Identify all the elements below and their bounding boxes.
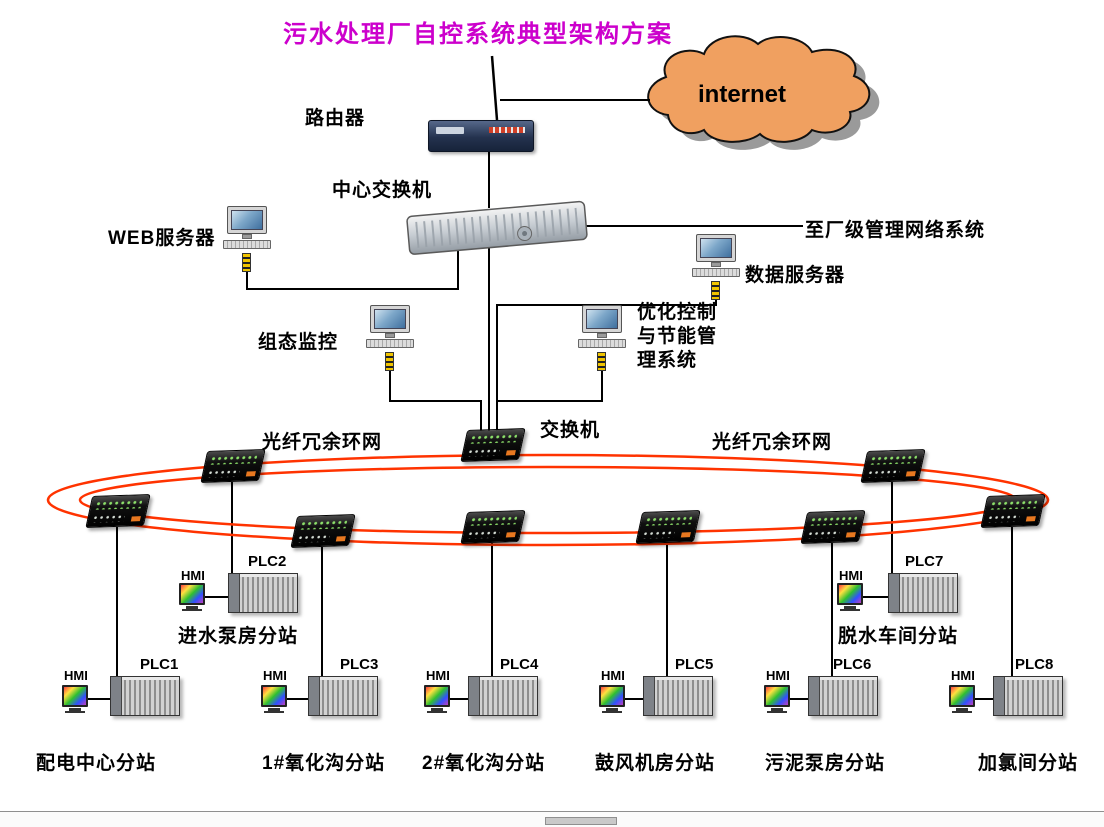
station-name: 配电中心分站	[36, 753, 157, 774]
station-name: 加氯间分站	[978, 753, 1079, 774]
optimization-label: 优化控制 与节能管 理系统	[637, 302, 718, 371]
plc-icon	[308, 676, 378, 716]
hmi-label: HMI	[601, 668, 625, 683]
plc-icon	[643, 676, 713, 716]
hmi-icon	[261, 685, 287, 715]
fiber-ring-label-right: 光纤冗余环网	[712, 432, 833, 453]
hmi-label: HMI	[839, 568, 863, 583]
plc-icon	[228, 573, 298, 613]
hmi-label: HMI	[181, 568, 205, 583]
plant-network-label: 至厂级管理网络系统	[805, 220, 986, 241]
tower	[242, 253, 251, 272]
keyboard	[692, 268, 740, 277]
tower	[711, 281, 720, 300]
ring-switch-icon	[290, 513, 356, 549]
scrollbar-thumb[interactable]	[545, 817, 617, 825]
ring-switch-icon	[635, 509, 701, 545]
hmi-label: HMI	[426, 668, 450, 683]
hmi-label: HMI	[263, 668, 287, 683]
plc-label: PLC7	[905, 553, 944, 570]
plc-label: PLC4	[500, 656, 539, 673]
ring-switch-icon	[860, 448, 926, 484]
plc-label: PLC8	[1015, 656, 1054, 673]
plc-icon	[888, 573, 958, 613]
monitor	[696, 234, 736, 262]
monitor	[582, 305, 622, 333]
plc-icon	[468, 676, 538, 716]
data-server-label: 数据服务器	[745, 265, 846, 286]
line-scada	[389, 371, 482, 432]
internet-cloud: internet	[647, 35, 880, 150]
monitor	[227, 206, 267, 234]
ring-switch-icon	[800, 509, 866, 545]
hmi-icon	[764, 685, 790, 715]
hmi-icon	[179, 583, 205, 613]
hmi-label: HMI	[951, 668, 975, 683]
ring-switch-icon	[85, 493, 151, 529]
keyboard	[223, 240, 271, 249]
ring-switch-icon	[980, 493, 1046, 529]
hmi-label: HMI	[64, 668, 88, 683]
internet-label: internet	[698, 81, 786, 108]
station-name: 污泥泵房分站	[765, 753, 886, 774]
plc-label: PLC2	[248, 553, 287, 570]
plc-label: PLC6	[833, 656, 872, 673]
tower	[597, 352, 606, 371]
ring-switch-icon	[200, 448, 266, 484]
monitor	[370, 305, 410, 333]
station-name: 脱水车间分站	[838, 626, 959, 647]
plc-label: PLC1	[140, 656, 179, 673]
plc-icon	[110, 676, 180, 716]
hmi-icon	[949, 685, 975, 715]
line-optimization	[496, 371, 603, 432]
ring-switch-icon	[460, 509, 526, 545]
hmi-label: HMI	[766, 668, 790, 683]
data-server-icon	[690, 234, 742, 300]
hmi-icon	[424, 685, 450, 715]
router-icon	[428, 120, 534, 152]
station-name: 2#氧化沟分站	[422, 753, 546, 774]
plc-icon	[993, 676, 1063, 716]
plc-label: PLC5	[675, 656, 714, 673]
station-name: 鼓风机房分站	[595, 753, 716, 774]
page-title: 污水处理厂自控系统典型架构方案	[283, 21, 673, 48]
keyboard	[578, 339, 626, 348]
router-antenna	[490, 55, 499, 121]
optimization-workstation-icon	[576, 305, 628, 371]
web-server-label: WEB服务器	[108, 228, 216, 249]
central-switch-label: 中心交换机	[332, 180, 433, 201]
hmi-icon	[837, 583, 863, 613]
station-name: 进水泵房分站	[178, 626, 299, 647]
hmi-icon	[599, 685, 625, 715]
scada-label: 组态监控	[258, 332, 339, 353]
web-server-icon	[221, 206, 273, 272]
horizontal-scrollbar[interactable]	[0, 811, 1104, 827]
field-switch-label: 交换机	[540, 420, 601, 441]
station-name: 1#氧化沟分站	[262, 753, 386, 774]
hmi-icon	[62, 685, 88, 715]
plc-label: PLC3	[340, 656, 379, 673]
field-switch-icon	[460, 427, 526, 463]
plc-icon	[808, 676, 878, 716]
central-switch-icon	[406, 200, 588, 255]
fiber-ring-label-left: 光纤冗余环网	[262, 432, 383, 453]
tower	[385, 352, 394, 371]
line-web-server	[246, 248, 459, 290]
router-label: 路由器	[305, 108, 366, 129]
keyboard	[366, 339, 414, 348]
scada-workstation-icon	[364, 305, 416, 371]
